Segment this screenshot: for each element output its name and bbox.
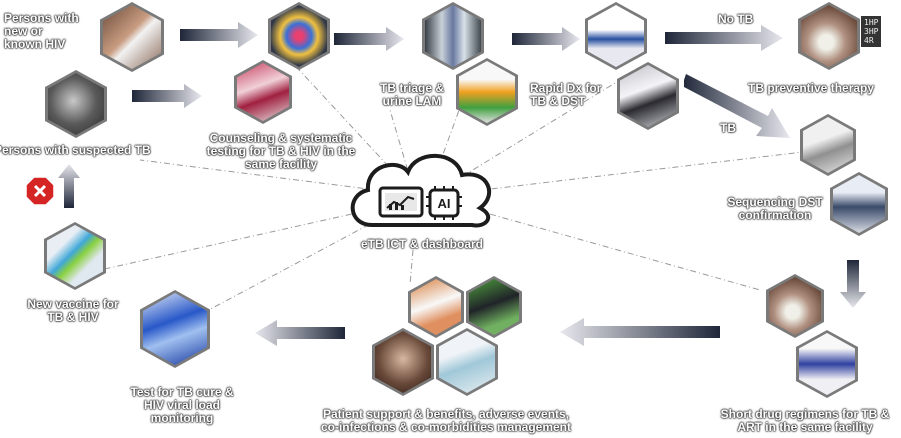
label-no-tb: No TB — [718, 12, 754, 26]
label-vaccine: New vaccine for TB & HIV — [27, 297, 119, 324]
arrow-to-rapid-dx — [512, 27, 580, 51]
label-test-care: Test for TB cure & HIV viral load monito… — [130, 385, 234, 425]
label-tb: TB — [720, 121, 736, 135]
arrow-hiv-to-counseling — [180, 22, 258, 48]
label-persons-hiv: Persons with new or known HIV — [4, 11, 79, 51]
regimen-tag: 3HP — [864, 27, 879, 36]
infant-icon — [45, 70, 107, 138]
label-sequencing: Sequencing DST confirmation — [727, 195, 823, 222]
label-persons-tb: Persons with suspected TB — [0, 143, 151, 157]
label-counseling: Counseling & systematic testing for TB &… — [206, 131, 356, 171]
arrow-to-support — [560, 318, 720, 346]
label-preventive-therapy: TB preventive therapy — [748, 81, 875, 95]
cancel-icon — [25, 176, 55, 206]
label-rapid-dx: Rapid Dx for TB & DST — [530, 81, 602, 108]
mobile-app-icon — [408, 276, 464, 338]
phone-apps-icon — [268, 2, 330, 70]
tablet-icon — [436, 328, 498, 396]
label-triage: TB triage & urine LAM — [379, 81, 444, 108]
cloud-ai-icon — [350, 153, 492, 228]
ai-label: AI — [438, 196, 451, 211]
regimen-tags: 1HP 3HP 4R — [861, 16, 882, 47]
arrow-vaccine-up — [58, 164, 80, 208]
arrow-no-tb — [665, 25, 783, 51]
regimen-tag: 1HP — [864, 18, 879, 27]
label-dashboard: eTB ICT & dashboard — [360, 237, 483, 251]
lab-pipettes-icon — [140, 290, 210, 368]
patient-care-icon — [372, 328, 434, 396]
label-support: Patient support & benefits, adverse even… — [320, 407, 572, 434]
sequencer-icon — [830, 172, 888, 236]
arrow-tb — [684, 74, 790, 138]
arrow-to-triage — [334, 27, 404, 51]
test-kit-icon — [100, 2, 164, 72]
xray-icon — [422, 2, 484, 70]
arrow-to-test-care — [255, 320, 345, 346]
pills-icon — [766, 274, 824, 338]
regimen-tag: 4R — [864, 36, 874, 45]
urine-cup-icon — [456, 58, 518, 126]
label-short-regimens: Short drug regimens for TB & ART in the … — [720, 407, 890, 434]
arrow-to-short-regimens — [840, 260, 866, 308]
arrow-tb-to-counseling — [132, 84, 202, 108]
